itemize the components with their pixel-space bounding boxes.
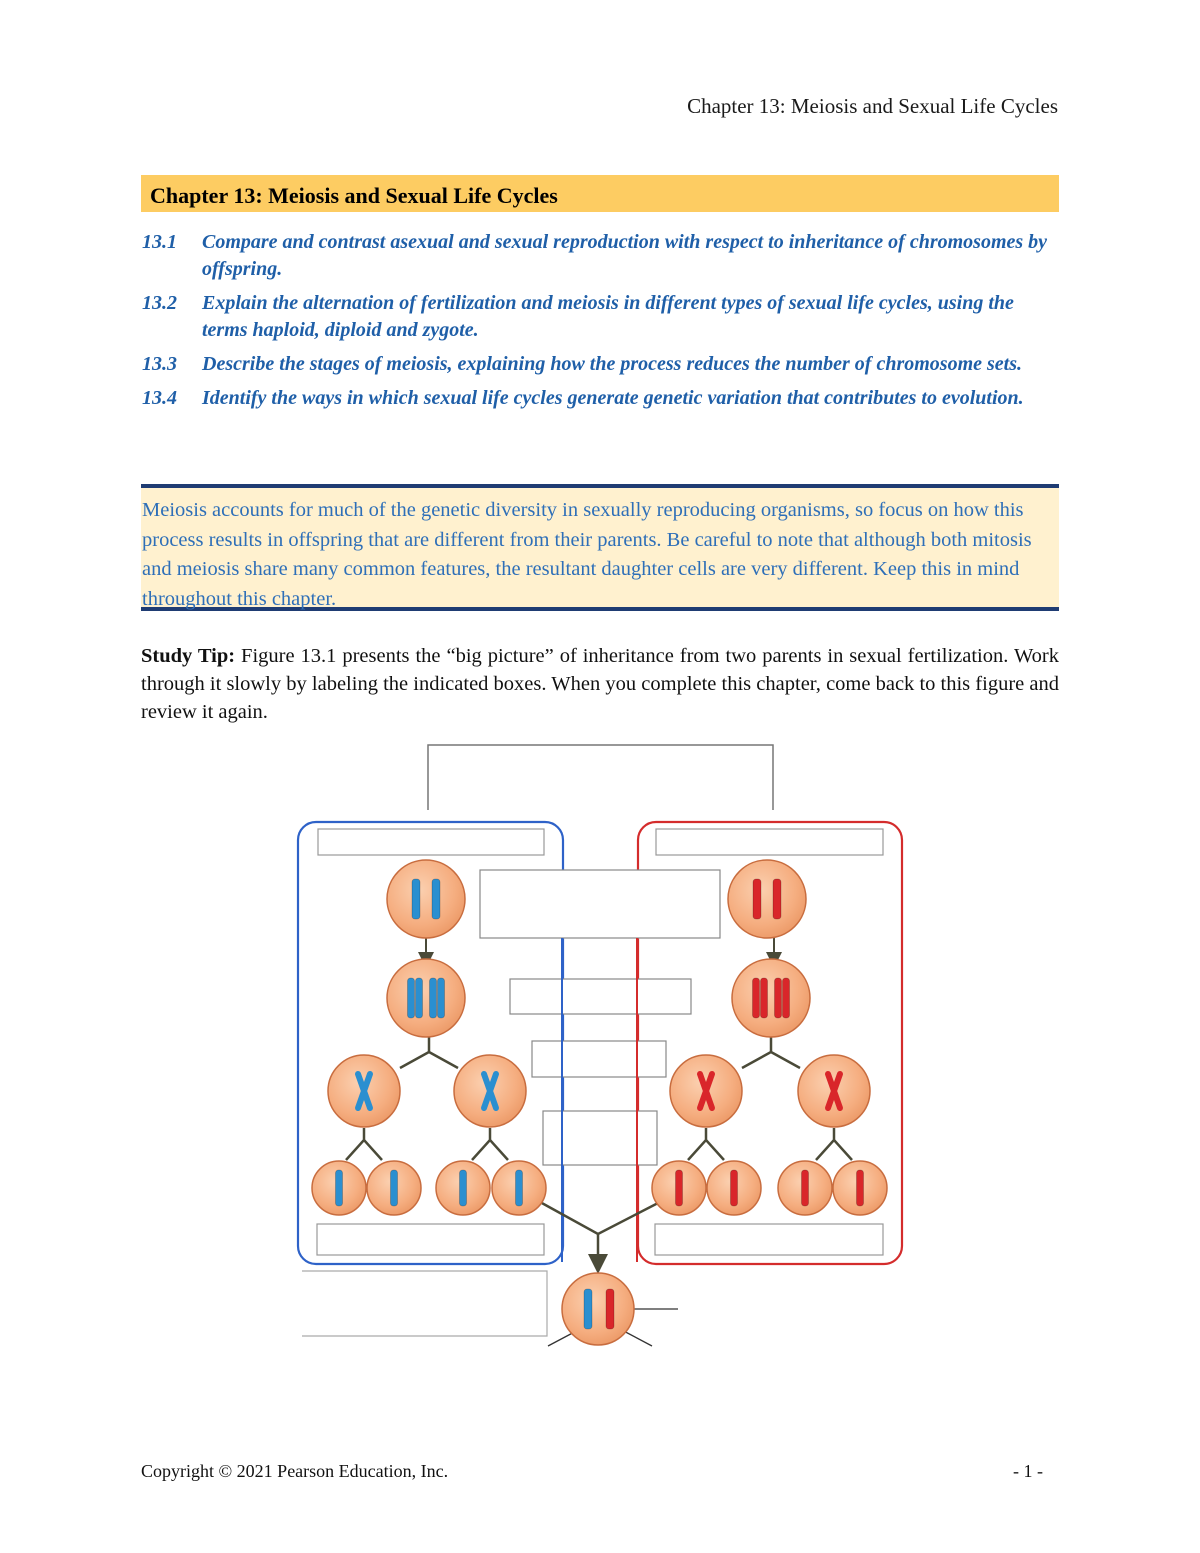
footer-page-number: - 1 - bbox=[1013, 1461, 1043, 1482]
chromosome bbox=[676, 1170, 683, 1206]
split-arrow bbox=[472, 1128, 508, 1160]
split-arrow bbox=[400, 1036, 458, 1068]
zygote-label-bracket bbox=[302, 1271, 547, 1336]
objective-13-4: 13.4 Identify the ways in which sexual l… bbox=[141, 385, 1059, 412]
chromosome bbox=[731, 1170, 738, 1206]
center-label-box-2[interactable] bbox=[510, 979, 691, 1014]
chromosome bbox=[584, 1289, 592, 1329]
chromosome bbox=[412, 879, 420, 919]
right-top-label-box[interactable] bbox=[656, 829, 883, 855]
objective-text: Describe the stages of meiosis, explaini… bbox=[202, 353, 1022, 375]
objective-number: 13.4 bbox=[142, 385, 177, 412]
objective-number: 13.1 bbox=[142, 229, 177, 256]
objective-13-2: 13.2 Explain the alternation of fertiliz… bbox=[141, 290, 1059, 344]
replicated-cell-right bbox=[732, 959, 810, 1037]
chromosome bbox=[753, 879, 761, 919]
focus-box: Meiosis accounts for much of the genetic… bbox=[141, 484, 1059, 611]
chromosome bbox=[773, 879, 781, 919]
objective-text: Identify the ways in which sexual life c… bbox=[202, 387, 1024, 409]
objective-number: 13.3 bbox=[142, 351, 177, 378]
running-header: Chapter 13: Meiosis and Sexual Life Cycl… bbox=[687, 94, 1058, 119]
chromosome bbox=[336, 1170, 343, 1206]
zygote-cell bbox=[562, 1273, 634, 1345]
split-arrow bbox=[742, 1036, 800, 1068]
left-top-label-box[interactable] bbox=[318, 829, 544, 855]
parent-cell-left bbox=[387, 860, 465, 938]
split-arrow bbox=[688, 1128, 724, 1160]
objective-text: Compare and contrast asexual and sexual … bbox=[202, 231, 1047, 280]
study-tip: Study Tip: Figure 13.1 presents the “big… bbox=[141, 642, 1059, 726]
focus-text: Meiosis accounts for much of the genetic… bbox=[142, 496, 1056, 614]
replicated-cell-left bbox=[387, 959, 465, 1037]
chromosome bbox=[516, 1170, 523, 1206]
left-bottom-label-box[interactable] bbox=[317, 1224, 544, 1255]
chapter-title: Chapter 13: Meiosis and Sexual Life Cycl… bbox=[150, 183, 558, 209]
chromosome bbox=[432, 879, 440, 919]
chromosome bbox=[606, 1289, 614, 1329]
objective-number: 13.2 bbox=[142, 290, 177, 317]
chromosome bbox=[438, 978, 445, 1018]
chapter-banner: Chapter 13: Meiosis and Sexual Life Cycl… bbox=[141, 175, 1059, 212]
learning-objectives: 13.1 Compare and contrast asexual and se… bbox=[141, 229, 1059, 419]
split-arrow bbox=[816, 1128, 852, 1160]
parent-cell-right bbox=[728, 860, 806, 938]
split-arrow bbox=[346, 1128, 382, 1160]
chromosome bbox=[753, 978, 760, 1018]
chromosome bbox=[430, 978, 437, 1018]
chromosome bbox=[775, 978, 782, 1018]
chromosome bbox=[408, 978, 415, 1018]
center-label-box-4[interactable] bbox=[543, 1111, 657, 1165]
chromosome bbox=[761, 978, 768, 1018]
right-bottom-label-box[interactable] bbox=[655, 1224, 883, 1255]
center-label-box-1[interactable] bbox=[480, 870, 720, 938]
center-label-box-3[interactable] bbox=[532, 1041, 666, 1077]
fertilization-arrow bbox=[540, 1202, 660, 1234]
footer-copyright: Copyright © 2021 Pearson Education, Inc. bbox=[141, 1461, 448, 1482]
chromosome bbox=[391, 1170, 398, 1206]
objective-13-3: 13.3 Describe the stages of meiosis, exp… bbox=[141, 351, 1059, 378]
chromosome bbox=[857, 1170, 864, 1206]
top-label-bracket bbox=[428, 745, 773, 810]
study-tip-text: Figure 13.1 presents the “big picture” o… bbox=[141, 645, 1059, 723]
objective-text: Explain the alternation of fertilization… bbox=[202, 292, 1014, 341]
study-tip-label: Study Tip: bbox=[141, 645, 235, 667]
objective-13-1: 13.1 Compare and contrast asexual and se… bbox=[141, 229, 1059, 283]
chromosome bbox=[802, 1170, 809, 1206]
chromosome bbox=[783, 978, 790, 1018]
chromosome bbox=[460, 1170, 467, 1206]
chromosome bbox=[416, 978, 423, 1018]
